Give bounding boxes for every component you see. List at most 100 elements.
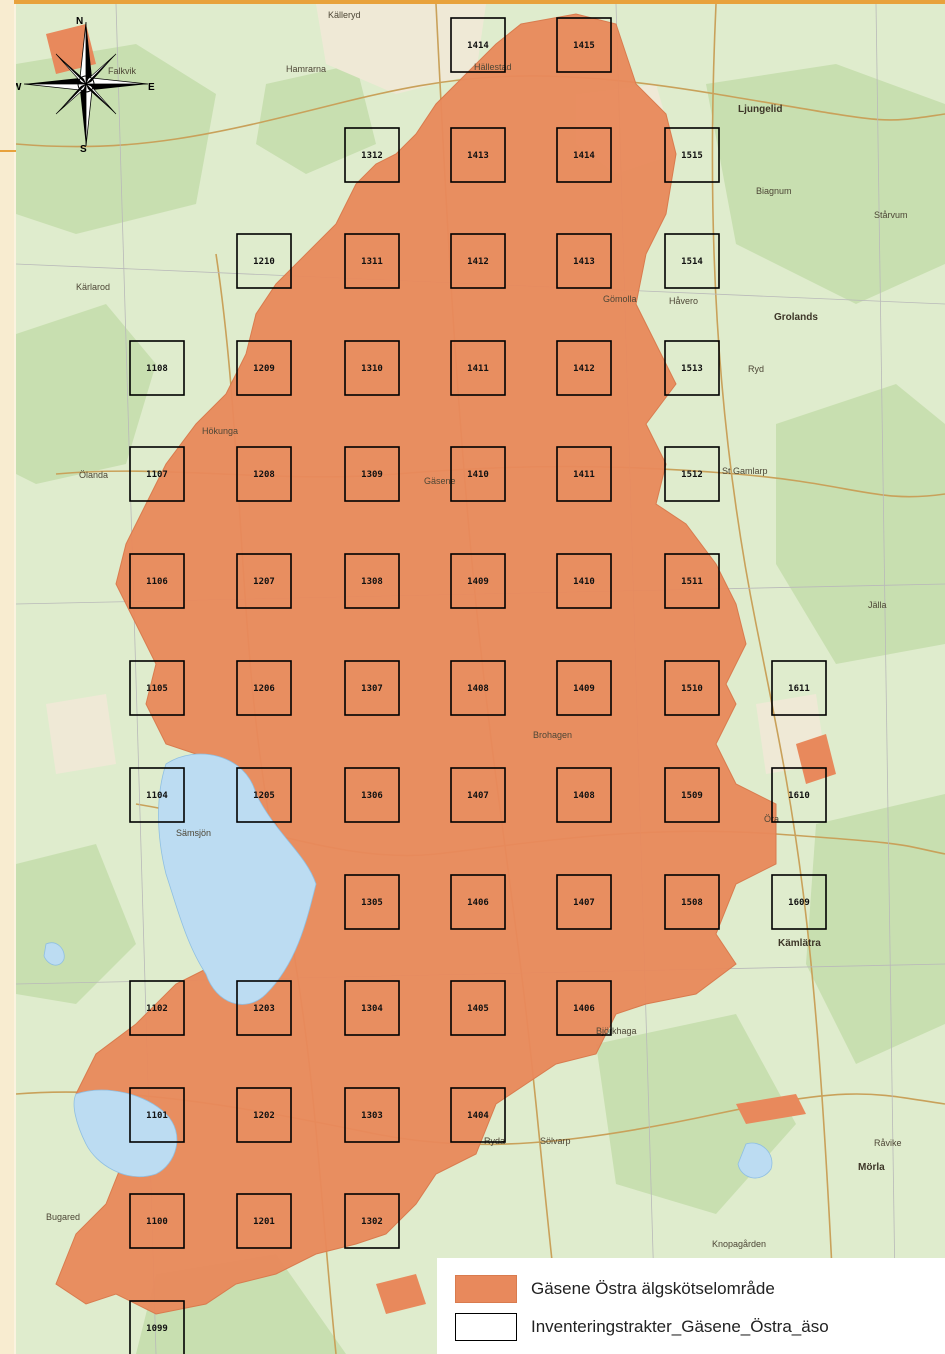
tract-box[interactable] xyxy=(556,127,612,183)
tract-label: 1513 xyxy=(681,364,703,374)
tract-box[interactable] xyxy=(450,660,506,716)
tract-box[interactable] xyxy=(664,127,720,183)
tract-box[interactable] xyxy=(556,553,612,609)
tract-box[interactable] xyxy=(344,767,400,823)
tract-box[interactable] xyxy=(344,233,400,289)
legend-row-area: Gäsene Östra älgskötselområde xyxy=(455,1270,945,1308)
tract-box[interactable] xyxy=(771,660,827,716)
tract-box[interactable] xyxy=(344,553,400,609)
tract-box[interactable] xyxy=(450,127,506,183)
tract-label: 1411 xyxy=(467,364,489,374)
tract-label: 1409 xyxy=(467,577,489,587)
tract-label: 1407 xyxy=(573,898,595,908)
tract-box[interactable] xyxy=(556,446,612,502)
tract-label: 1302 xyxy=(361,1217,383,1227)
place-label: Sämsjön xyxy=(176,828,211,838)
tract-box[interactable] xyxy=(450,340,506,396)
tract-box[interactable] xyxy=(664,660,720,716)
tract-box[interactable] xyxy=(450,233,506,289)
tract-box[interactable] xyxy=(344,874,400,930)
tract-box[interactable] xyxy=(344,660,400,716)
tract-box[interactable] xyxy=(236,1193,292,1249)
tract-label: 1210 xyxy=(253,257,275,267)
tract-box[interactable] xyxy=(129,980,185,1036)
tract-box[interactable] xyxy=(450,980,506,1036)
place-label: Björkhaga xyxy=(596,1026,637,1036)
place-label: Råvike xyxy=(874,1138,902,1148)
tract-label: 1413 xyxy=(573,257,595,267)
tract-box[interactable] xyxy=(556,660,612,716)
place-label: Ljungelid xyxy=(738,104,782,115)
tract-box[interactable] xyxy=(450,17,506,73)
tract-label: 1404 xyxy=(467,1111,489,1121)
tract-box[interactable] xyxy=(236,980,292,1036)
place-label: Källeryd xyxy=(328,10,361,20)
tract-box[interactable] xyxy=(556,767,612,823)
tract-box[interactable] xyxy=(771,767,827,823)
tract-label: 1307 xyxy=(361,684,383,694)
tract-box[interactable] xyxy=(664,340,720,396)
tract-box[interactable] xyxy=(450,553,506,609)
tract-box[interactable] xyxy=(344,127,400,183)
tract-box[interactable] xyxy=(344,1087,400,1143)
tract-box[interactable] xyxy=(236,233,292,289)
tract-box[interactable] xyxy=(556,233,612,289)
tract-label: 1201 xyxy=(253,1217,275,1227)
tract-label: 1408 xyxy=(573,791,595,801)
place-label: Mörla xyxy=(858,1162,885,1173)
tract-box[interactable] xyxy=(556,17,612,73)
tract-box[interactable] xyxy=(129,1193,185,1249)
tract-box[interactable] xyxy=(450,446,506,502)
place-label: Bugared xyxy=(46,1212,80,1222)
tract-box[interactable] xyxy=(236,340,292,396)
tract-box[interactable] xyxy=(450,874,506,930)
tract-box[interactable] xyxy=(129,660,185,716)
place-label: St Gamlarp xyxy=(722,466,768,476)
legend-swatch-area xyxy=(455,1275,517,1303)
tract-box[interactable] xyxy=(450,1087,506,1143)
tract-box[interactable] xyxy=(556,980,612,1036)
tract-label: 1515 xyxy=(681,151,703,161)
tract-box[interactable] xyxy=(664,553,720,609)
tract-box[interactable] xyxy=(556,874,612,930)
tract-box[interactable] xyxy=(664,767,720,823)
tract-box[interactable] xyxy=(129,1300,185,1354)
tract-label: 1100 xyxy=(146,1217,168,1227)
tract-box[interactable] xyxy=(236,1087,292,1143)
compass-e: E xyxy=(148,82,155,93)
tract-label: 1105 xyxy=(146,684,168,694)
tract-box[interactable] xyxy=(450,767,506,823)
tract-box[interactable] xyxy=(664,874,720,930)
place-label: Hamrarna xyxy=(286,64,326,74)
tract-box[interactable] xyxy=(344,446,400,502)
tract-box[interactable] xyxy=(556,340,612,396)
tract-box[interactable] xyxy=(129,446,185,502)
tract-box[interactable] xyxy=(771,874,827,930)
tract-box[interactable] xyxy=(129,340,185,396)
tract-box[interactable] xyxy=(129,767,185,823)
tract-box[interactable] xyxy=(344,980,400,1036)
tract-box[interactable] xyxy=(664,446,720,502)
tract-label: 1414 xyxy=(573,151,595,161)
tract-label: 1106 xyxy=(146,577,168,587)
tract-box[interactable] xyxy=(344,340,400,396)
tract-box[interactable] xyxy=(664,233,720,289)
tract-box[interactable] xyxy=(344,1193,400,1249)
tract-box[interactable] xyxy=(236,553,292,609)
tract-box[interactable] xyxy=(236,446,292,502)
place-label: Biagnum xyxy=(756,186,792,196)
tract-box[interactable] xyxy=(236,767,292,823)
compass-s: S xyxy=(80,144,87,155)
tract-label: 1408 xyxy=(467,684,489,694)
tract-box[interactable] xyxy=(129,553,185,609)
tract-box[interactable] xyxy=(236,660,292,716)
compass-rose-icon: N S E W xyxy=(16,16,155,155)
tract-label: 1405 xyxy=(467,1004,489,1014)
place-label: Hökunga xyxy=(202,426,238,436)
legend-swatch-tracts xyxy=(455,1313,517,1341)
tract-box[interactable] xyxy=(129,1087,185,1143)
legend-label-tracts: Inventeringstrakter_Gäsene_Östra_äso xyxy=(531,1317,829,1336)
